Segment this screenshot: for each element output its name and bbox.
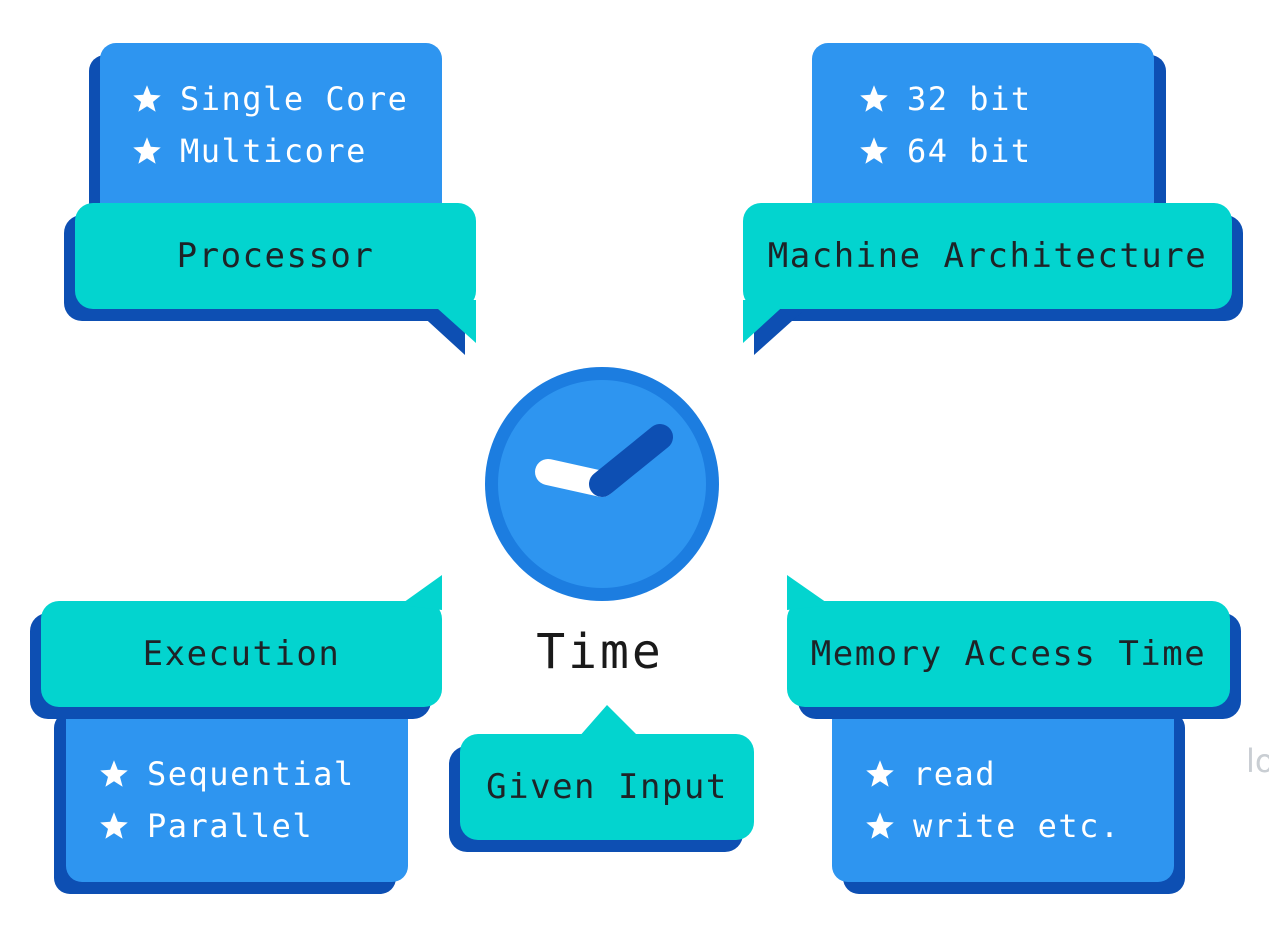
star-icon (133, 137, 161, 164)
star-icon (866, 760, 894, 787)
processor-pointer-shadow (418, 312, 465, 355)
list-item: read (865, 748, 1121, 800)
star-icon (100, 812, 128, 839)
execution-card (66, 700, 408, 882)
execution-group (30, 575, 442, 894)
list-item-text: Multicore (180, 132, 367, 170)
given-input-label: Given Input (486, 767, 728, 807)
architecture-card (812, 43, 1154, 223)
clock-minute-hand (589, 424, 673, 497)
list-item: Sequential (99, 748, 355, 800)
given-input-box (460, 734, 754, 840)
execution-label: Execution (142, 634, 341, 674)
star-icon (866, 812, 894, 839)
list-item-text: Parallel (147, 807, 314, 845)
list-item-text: Single Core (180, 80, 409, 118)
list-item: 32 bit (859, 73, 1032, 125)
given-input-group (449, 705, 754, 852)
list-item: Single Core (132, 73, 408, 125)
memory-group (787, 575, 1241, 894)
memory-pointer (787, 575, 830, 610)
processor-label: Processor (176, 236, 375, 276)
list-item: write etc. (865, 800, 1121, 852)
processor-group (64, 43, 476, 355)
list-item-text: read (913, 755, 997, 793)
architecture-pointer-shadow (754, 312, 802, 355)
star-icon (860, 137, 888, 164)
cropped-text: lo (1246, 742, 1269, 780)
star-icon (860, 85, 888, 112)
list-item-text: 32 bit (907, 80, 1032, 118)
architecture-group (743, 43, 1243, 355)
architecture-label-box (743, 203, 1232, 309)
processor-list: Single Core Multicore (132, 73, 408, 177)
architecture-label: Machine Architecture (767, 236, 1208, 276)
memory-label-box (787, 601, 1230, 707)
list-item: 64 bit (859, 125, 1032, 177)
processor-card (100, 43, 442, 223)
list-item-text: write etc. (913, 807, 1121, 845)
list-item: Multicore (132, 125, 408, 177)
memory-label: Memory Access Time (810, 634, 1207, 674)
processor-label-box (75, 203, 476, 309)
star-icon (133, 85, 161, 112)
star-icon (100, 760, 128, 787)
processor-pointer (428, 300, 476, 343)
clock-icon (485, 367, 719, 601)
list-item-text: Sequential (147, 755, 355, 793)
execution-pointer (400, 575, 442, 610)
memory-card (832, 700, 1174, 882)
architecture-list: 32 bit 64 bit (859, 73, 1032, 177)
execution-list: Sequential Parallel (99, 748, 355, 852)
given-input-pointer (578, 705, 640, 738)
execution-label-box (41, 601, 442, 707)
architecture-pointer (743, 300, 790, 343)
list-item-text: 64 bit (907, 132, 1032, 170)
center-title: Time (536, 624, 664, 680)
memory-list: read write etc. (865, 748, 1121, 852)
list-item: Parallel (99, 800, 355, 852)
